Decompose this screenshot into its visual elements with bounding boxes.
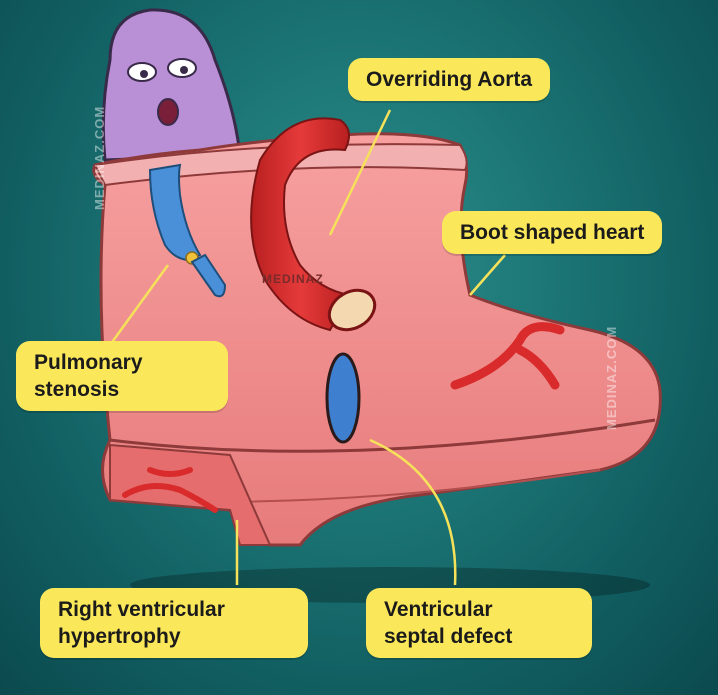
watermark-left: MEDINAZ.COM (92, 105, 107, 210)
label-overriding-aorta-text: Overriding Aorta (366, 68, 533, 91)
vessel-heel (122, 467, 218, 513)
aorta (250, 117, 377, 332)
label-rvh-line2: hypertrophy (58, 625, 181, 648)
lung-character (101, 8, 242, 162)
boot-heart (92, 132, 662, 547)
septal-defect (325, 352, 361, 444)
label-boot-shaped-heart: Boot shaped heart (442, 211, 663, 254)
label-right-ventricular-hypertrophy: Right ventricular hypertrophy (40, 588, 308, 658)
label-pulmonary-stenosis: Pulmonary stenosis (16, 341, 228, 411)
label-boot-shaped-heart-text: Boot shaped heart (460, 221, 645, 244)
vessel-toe (450, 322, 565, 390)
label-ventricular-septal-defect: Ventricular septal defect (366, 588, 592, 658)
watermark-right: MEDINAZ.COM (604, 325, 619, 430)
pulmonary-artery (148, 163, 227, 298)
watermark-center: MEDINAZ (262, 272, 324, 286)
label-overriding-aorta: Overriding Aorta (348, 58, 551, 101)
label-pulmonary-stenosis-line1: Pulmonary (34, 351, 143, 374)
pointer-arrows (108, 109, 506, 586)
label-rvh-line1: Right ventricular (58, 598, 225, 621)
label-vsd-line1: Ventricular (384, 598, 493, 621)
label-pulmonary-stenosis-line2: stenosis (34, 378, 120, 401)
label-vsd-line2: septal defect (384, 625, 513, 648)
